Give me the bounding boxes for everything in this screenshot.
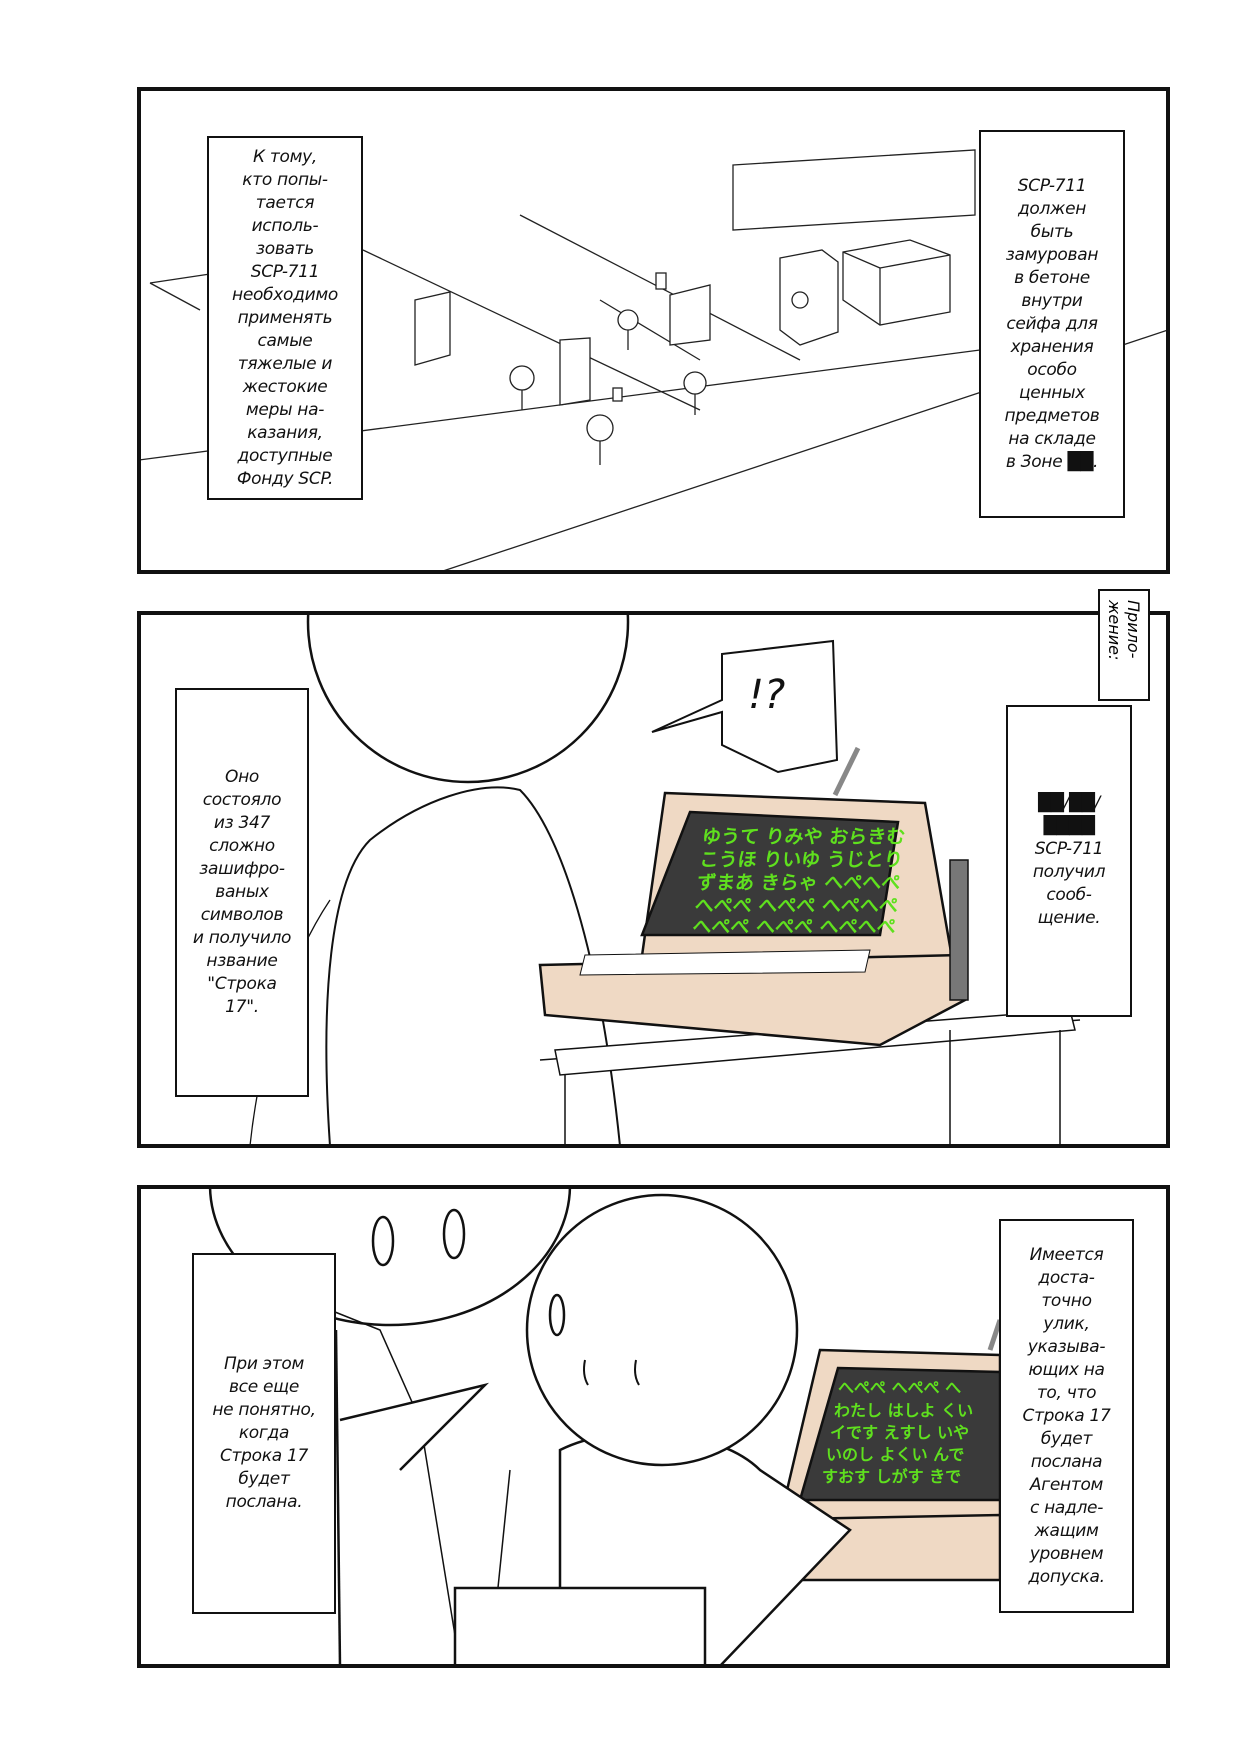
caption-text: SCP-711 должен быть замурован в бетоне в… xyxy=(1004,175,1100,472)
computer-screen xyxy=(640,810,900,937)
screen-line: へぺぺ へぺぺ へぺへぺ xyxy=(691,916,896,938)
screen-line: いのし よくい んで xyxy=(826,1445,964,1464)
panel-1-border xyxy=(137,87,1170,574)
screen-line: ゆうて りみや おらきむ xyxy=(701,826,906,848)
screen-text-panel-3: へぺぺ へぺぺ へ わたし はしよ くい イです えすし いや いのし よくい … xyxy=(822,1378,973,1486)
caption-box: К тому, кто попы- тается исполь- зовать … xyxy=(207,136,363,500)
panel-3-border xyxy=(137,1185,1170,1668)
tiny-figure xyxy=(617,309,639,350)
computer xyxy=(538,746,969,1047)
screen-line: イです えすし いや xyxy=(830,1423,969,1442)
caption-box: SCP-711 должен быть замурован в бетоне в… xyxy=(979,130,1125,518)
screen-line: ずまあ きらゃ へぺへぺ xyxy=(696,872,901,894)
annex-tag-text: Прило- жение: xyxy=(1105,600,1143,661)
screen-line: こうほ りいゆ うじとり xyxy=(698,849,903,871)
caption-box: Оно состояло из 347 сложно зашифро- ваны… xyxy=(175,688,309,1097)
panel-2-art xyxy=(249,613,1081,1146)
tiny-figure xyxy=(683,371,707,415)
caption-text: Имеется доста- точно улик, указыва- ющих… xyxy=(1022,1244,1111,1587)
panel-3-art xyxy=(208,1187,1003,1666)
screen-line: すおす しがす きで xyxy=(822,1467,961,1486)
caption-text: К тому, кто попы- тается исполь- зовать … xyxy=(232,146,338,489)
character-head xyxy=(306,613,630,784)
caption-text: ██/██/ ████ SCP-711 получил сооб- щение. xyxy=(1032,793,1106,928)
front-character-head xyxy=(525,1193,799,1467)
panel-2-border xyxy=(137,611,1170,1148)
caption-box: ██/██/ ████ SCP-711 получил сооб- щение. xyxy=(1006,705,1132,1017)
caption-text: При этом все еще не понятно, когда Строк… xyxy=(212,1354,316,1512)
screen-line: へぺぺ へぺぺ へ xyxy=(838,1378,961,1397)
caption-box: Имеется доста- точно улик, указыва- ющих… xyxy=(999,1219,1134,1613)
caption-box: При этом все еще не понятно, когда Строк… xyxy=(192,1253,336,1614)
screen-text-panel-2: ゆうて りみや おらきむ こうほ りいゆ うじとり ずまあ きらゃ へぺへぺ へ… xyxy=(691,826,906,938)
speech-bubble-text: !? xyxy=(748,672,786,718)
panel-1-art xyxy=(139,149,1168,572)
speech-bubble xyxy=(651,639,839,774)
tiny-figure xyxy=(509,365,535,410)
tiny-figure xyxy=(586,414,614,465)
annex-tag: Прило- жение: xyxy=(1098,589,1150,701)
caption-text: Оно состояло из 347 сложно зашифро- ваны… xyxy=(192,767,292,1017)
screen-line: へぺぺ へぺぺ へぺへぺ xyxy=(694,895,899,917)
screen-line: わたし はしよ くい xyxy=(834,1401,973,1420)
